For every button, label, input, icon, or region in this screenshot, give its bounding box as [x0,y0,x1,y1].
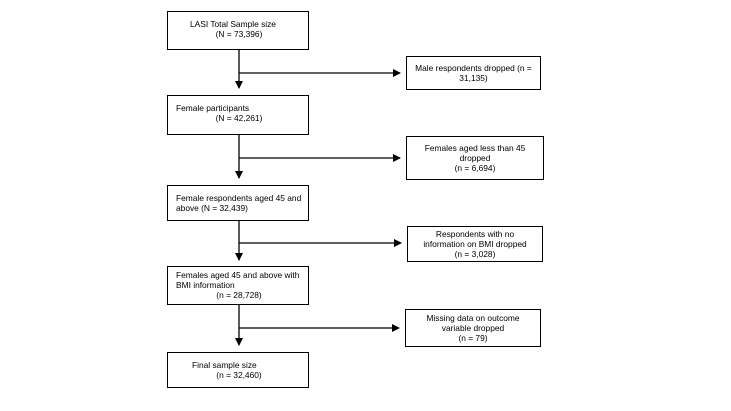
step-text: Final sample size [192,360,257,370]
exclusion-text: Respondents with no [435,229,515,239]
exclusion-text: information on BMI dropped [423,239,527,249]
step-text: Female respondents aged 45 and [176,193,302,203]
step-box-final-sample: Final sample size (n = 32,460) [167,352,309,388]
exclusion-text: Male respondents dropped (n = [415,63,532,73]
step-box-aged-45-above: Female respondents aged 45 and above (N … [167,185,309,221]
step-text: above (N = 32,439) [176,203,248,213]
exclusion-text: (n = 6,694) [454,163,496,173]
exclusion-box-under-45: Females aged less than 45 dropped (n = 6… [406,136,544,180]
exclusion-text: variable dropped [441,323,505,333]
exclusion-text: 31,135) [459,73,488,83]
exclusion-text: Females aged less than 45 [424,143,526,153]
step-box-with-bmi: Females aged 45 and above with BMI infor… [167,266,309,305]
exclusion-box-missing-outcome: Missing data on outcome variable dropped… [405,309,541,347]
step-text: (N = 42,261) [215,113,263,123]
step-text: Females aged 45 and above with [176,270,300,280]
exclusion-text: (n = 3,028) [454,249,496,259]
step-text: (N = 73,396) [215,29,263,39]
step-text: BMI information [176,280,235,290]
step-text: (n = 32,460) [216,370,262,380]
exclusion-text: Missing data on outcome [426,313,520,323]
step-box-total-sample: LASI Total Sample size (N = 73,396) [167,11,309,50]
exclusion-text: dropped [459,153,491,163]
exclusion-box-male: Male respondents dropped (n = 31,135) [406,56,541,90]
step-text: (n = 28,728) [216,290,262,300]
step-text: LASI Total Sample size [190,19,276,29]
step-box-female-participants: Female participants (N = 42,261) [167,95,309,135]
exclusion-text: (n = 79) [458,333,488,343]
exclusion-box-no-bmi: Respondents with no information on BMI d… [407,226,543,262]
step-text: Female participants [176,103,250,113]
